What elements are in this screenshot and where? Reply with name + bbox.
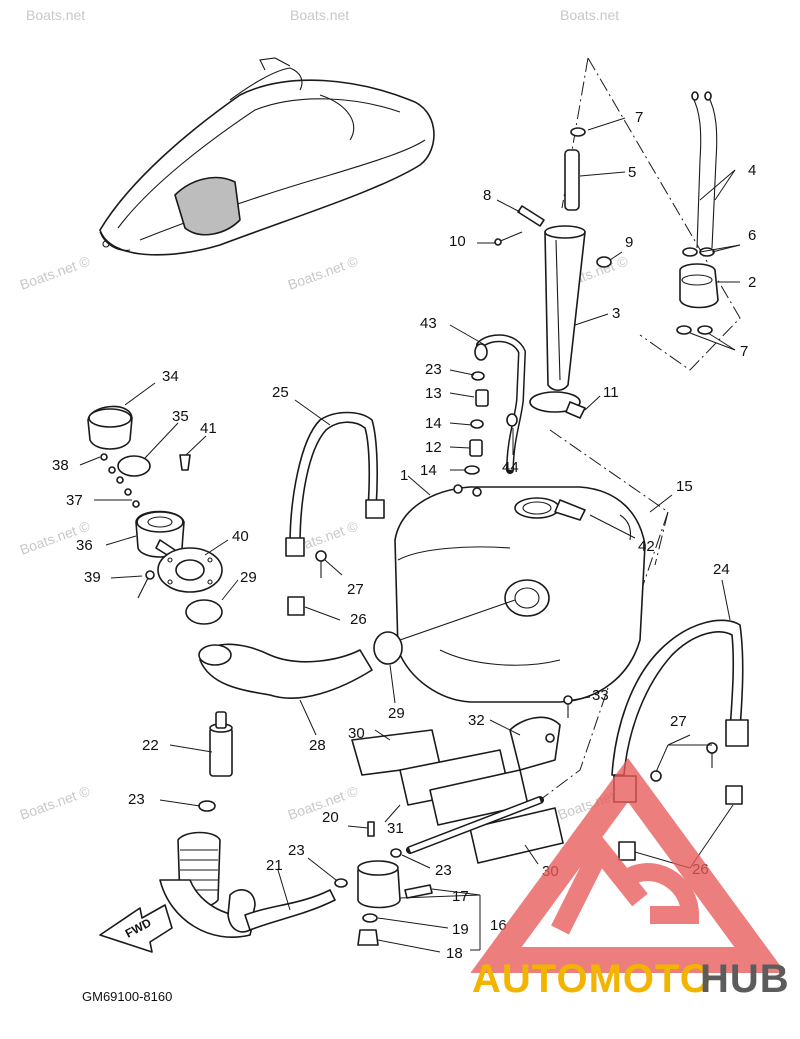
callout-13: 13 xyxy=(425,385,442,402)
callout-23: 23 xyxy=(128,791,145,808)
filler-hose xyxy=(185,599,516,699)
automotohub-logo xyxy=(470,758,786,973)
callout-44: 44 xyxy=(502,459,519,476)
callout-38: 38 xyxy=(52,457,69,474)
watermark: Boats.net © xyxy=(18,782,93,822)
callout-1: 1 xyxy=(400,467,408,484)
tank-pads xyxy=(351,695,573,864)
callout-43: 43 xyxy=(420,315,437,332)
callout-31: 31 xyxy=(387,820,404,837)
watermark: Boats.net © xyxy=(18,252,93,292)
callout-2: 2 xyxy=(748,274,756,291)
callout-23: 23 xyxy=(288,842,305,859)
watermark: Boats.net xyxy=(560,7,619,23)
callout-41: 41 xyxy=(200,420,217,437)
callout-9: 9 xyxy=(625,234,633,251)
diagram-code: GM69100-8160 xyxy=(82,989,172,1004)
callout-10: 10 xyxy=(449,233,466,250)
callout-26: 26 xyxy=(350,611,367,628)
callout-27: 27 xyxy=(347,581,364,598)
callout-3: 3 xyxy=(612,305,620,322)
leader-lines xyxy=(79,117,741,953)
callout-25: 25 xyxy=(272,384,289,401)
callout-18: 18 xyxy=(446,945,463,962)
watermark: Boats.net xyxy=(290,7,349,23)
fuel-tank xyxy=(394,484,646,703)
callout-12: 12 xyxy=(425,439,442,456)
callout-6: 6 xyxy=(748,227,756,244)
callout-34: 34 xyxy=(162,368,179,385)
watercraft-overview xyxy=(99,57,435,256)
callout-4: 4 xyxy=(748,162,756,179)
callout-14: 14 xyxy=(425,415,442,432)
callout-17: 17 xyxy=(452,888,469,905)
logo-text-automoto: AUTOMOTO xyxy=(472,957,712,1001)
callout-8: 8 xyxy=(483,187,491,204)
fwd-arrow: FWD xyxy=(99,904,173,953)
callout-29: 29 xyxy=(240,569,257,586)
fuel-cock-assembly xyxy=(334,821,481,950)
callout-11: 11 xyxy=(603,384,619,401)
callout-30: 30 xyxy=(348,725,365,742)
callout-23: 23 xyxy=(435,862,452,879)
watermark: Boats.net © xyxy=(286,252,361,292)
callout-24: 24 xyxy=(713,561,730,578)
callout-36: 36 xyxy=(76,537,93,554)
callout-labels: 1 2 3 4 5 6 7 7 8 9 10 11 12 13 14 14 15… xyxy=(52,109,756,962)
callout-5: 5 xyxy=(628,164,636,181)
automotohub-wordmark: AUTOMOTO HUB xyxy=(472,957,790,1001)
callout-39: 39 xyxy=(84,569,101,586)
callout-7: 7 xyxy=(635,109,643,126)
callout-22: 22 xyxy=(142,737,159,754)
callout-15: 15 xyxy=(676,478,693,495)
watermark: Boats.net xyxy=(26,7,85,23)
callout-27: 27 xyxy=(670,713,687,730)
fuel-filter-assembly xyxy=(676,91,719,335)
callout-21: 21 xyxy=(266,857,283,874)
fuel-pickup-assembly xyxy=(494,127,612,419)
callout-19: 19 xyxy=(452,921,469,938)
callout-32: 32 xyxy=(468,712,485,729)
callout-20: 20 xyxy=(322,809,339,826)
logo-text-hub: HUB xyxy=(700,957,790,1001)
callout-14: 14 xyxy=(420,462,437,479)
callout-23: 23 xyxy=(425,361,442,378)
callout-42: 42 xyxy=(638,538,655,555)
callout-7: 7 xyxy=(740,343,748,360)
callout-37: 37 xyxy=(66,492,83,509)
callout-35: 35 xyxy=(172,408,189,425)
callout-28: 28 xyxy=(309,737,326,754)
callout-40: 40 xyxy=(232,528,249,545)
vent-hose-group xyxy=(464,334,526,475)
callout-33: 33 xyxy=(592,687,609,704)
callout-29: 29 xyxy=(388,705,405,722)
